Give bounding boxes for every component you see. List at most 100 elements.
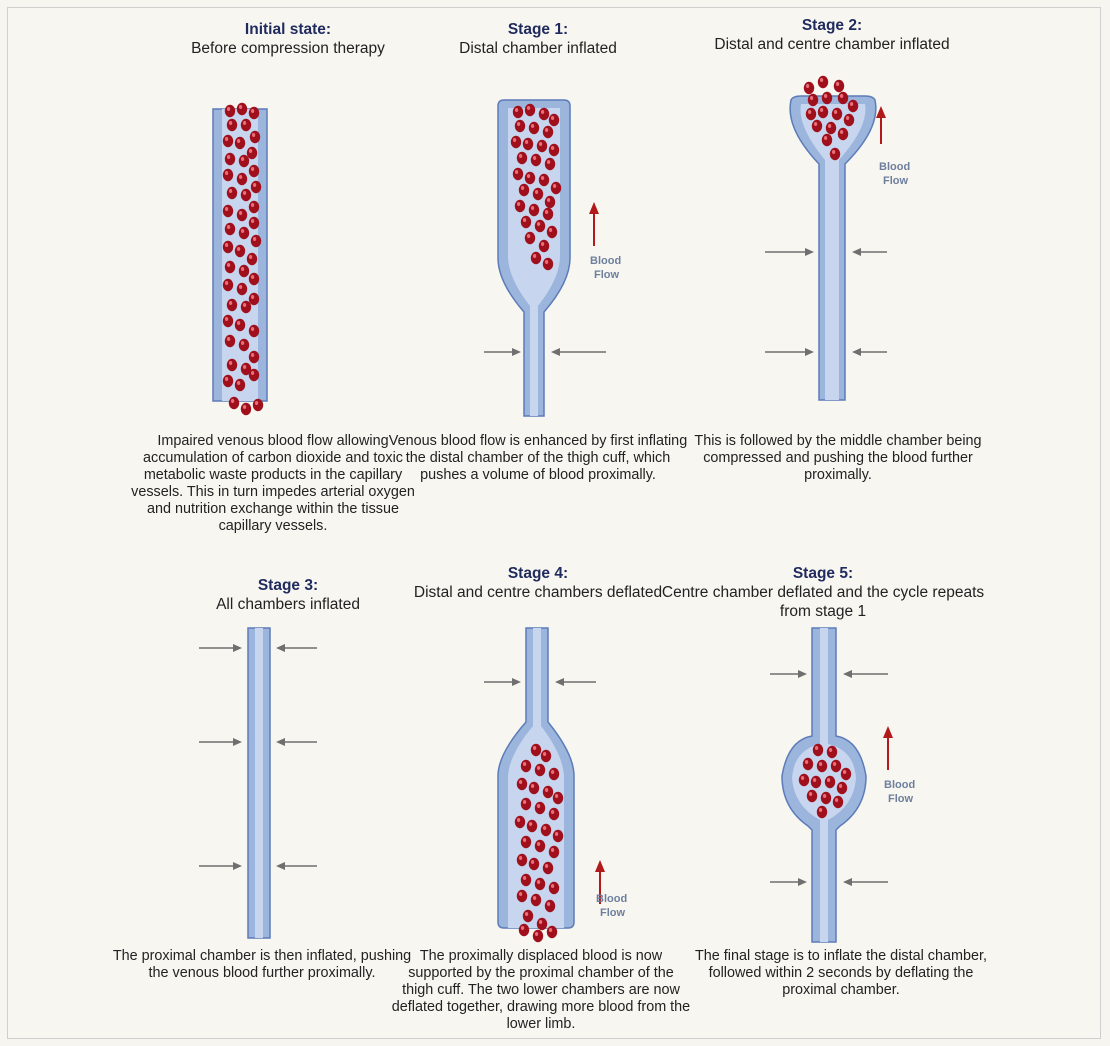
blood-cell [519, 184, 529, 196]
blood-cell-highlight [819, 762, 822, 766]
blood-cell-highlight [243, 303, 246, 307]
blood-cell-highlight [519, 856, 522, 860]
blood-cell-highlight [535, 190, 538, 194]
blood-cell [841, 768, 851, 780]
blood-cell [241, 119, 251, 131]
panel-subtitle: Distal chamber inflated [373, 39, 703, 58]
blood-cell-highlight [243, 121, 246, 125]
blood-cell-highlight [517, 122, 520, 126]
blood-cell [225, 261, 235, 273]
pressure-arrow-right [852, 348, 887, 356]
blood-cell [521, 760, 531, 772]
blood-cell [249, 201, 259, 213]
blood-cell-highlight [541, 110, 544, 114]
blood-cell [549, 882, 559, 894]
blood-cell [543, 862, 553, 874]
blood-cell [227, 119, 237, 131]
blood-cell [235, 137, 245, 149]
blood-cell [811, 776, 821, 788]
blood-cell-highlight [517, 818, 520, 822]
blood-cell-highlight [539, 920, 542, 924]
blood-cell [838, 92, 848, 104]
blood-cell-highlight [533, 896, 536, 900]
blood-cell-highlight [249, 149, 252, 153]
blood-cell [537, 140, 547, 152]
blood-cell [831, 760, 841, 772]
blood-cell [812, 120, 822, 132]
blood-cell [539, 240, 549, 252]
panel-subtitle: Distal and centre chambers deflated [373, 583, 703, 602]
blood-cell [225, 153, 235, 165]
panel-stage2-heading: Stage 2: Distal and centre chamber infla… [667, 16, 997, 54]
blood-cell-highlight [227, 155, 230, 159]
pressure-arrow-left [484, 348, 521, 356]
blood-cell-highlight [537, 222, 540, 226]
blood-cell [249, 273, 259, 285]
blood-cell [249, 293, 259, 305]
blood-cell [247, 147, 257, 159]
blood-cell [513, 106, 523, 118]
flow-label-line1: Blood [590, 255, 621, 267]
blood-cell [251, 235, 261, 247]
blood-cell [525, 172, 535, 184]
blood-cell-highlight [229, 361, 232, 365]
blood-cell-highlight [549, 928, 552, 932]
vessel-stage1: Blood Flow [468, 98, 638, 418]
blood-cell-highlight [824, 94, 827, 98]
blood-cell [237, 283, 247, 295]
blood-cell-highlight [809, 792, 812, 796]
blood-cell-highlight [547, 160, 550, 164]
vessel-inner [255, 628, 263, 938]
blood-cell-highlight [820, 108, 823, 112]
blood-cell-highlight [521, 926, 524, 930]
blood-cell [249, 217, 259, 229]
blood-cell [541, 750, 551, 762]
blood-cell-highlight [251, 219, 254, 223]
blood-cell [523, 910, 533, 922]
blood-cell-highlight [806, 84, 809, 88]
pressure-arrow-right [551, 348, 606, 356]
blood-cell-highlight [833, 762, 836, 766]
blood-cell [239, 155, 249, 167]
panel-caption: Venous blood flow is enhanced by first i… [388, 433, 688, 484]
blood-cell [827, 746, 837, 758]
blood-cell-highlight [241, 229, 244, 233]
pressure-arrow-left [484, 678, 521, 686]
blood-cell-highlight [523, 218, 526, 222]
pressure-arrow-left [199, 644, 242, 652]
flow-label-line2: Flow [600, 907, 625, 919]
panel-caption: This is followed by the middle chamber b… [688, 433, 988, 484]
pressure-arrow-left [765, 248, 814, 256]
blood-cell-highlight [551, 848, 554, 852]
blood-cell-highlight [521, 186, 524, 190]
blood-cell-highlight [823, 794, 826, 798]
blood-cell-highlight [525, 912, 528, 916]
blood-cell [549, 846, 559, 858]
blood-cell [521, 798, 531, 810]
blood-cell [833, 796, 843, 808]
blood-cell-highlight [237, 139, 240, 143]
blood-cell-highlight [251, 203, 254, 207]
panel-stage5-heading: Stage 5: Centre chamber deflated and the… [658, 564, 988, 621]
blood-cell [545, 158, 555, 170]
blood-cell-highlight [555, 794, 558, 798]
blood-cell [545, 196, 555, 208]
blood-cell-highlight [850, 102, 853, 106]
blood-cell [250, 131, 260, 143]
blood-cell [803, 758, 813, 770]
blood-cell-highlight [243, 405, 246, 409]
blood-cell [804, 82, 814, 94]
blood-cell-highlight [527, 234, 530, 238]
blood-cell [249, 325, 259, 337]
blood-cell-highlight [251, 353, 254, 357]
blood-cell [223, 241, 233, 253]
blood-cell-highlight [840, 130, 843, 134]
blood-cell [517, 890, 527, 902]
figure-frame: Initial state: Before compression therap… [7, 7, 1101, 1039]
blood-cell [844, 114, 854, 126]
blood-cell-highlight [805, 760, 808, 764]
panel-caption: The proximal chamber is then inflated, p… [112, 948, 412, 982]
flow-label-line1: Blood [884, 779, 915, 791]
blood-cell [535, 764, 545, 776]
blood-cell-highlight [531, 784, 534, 788]
